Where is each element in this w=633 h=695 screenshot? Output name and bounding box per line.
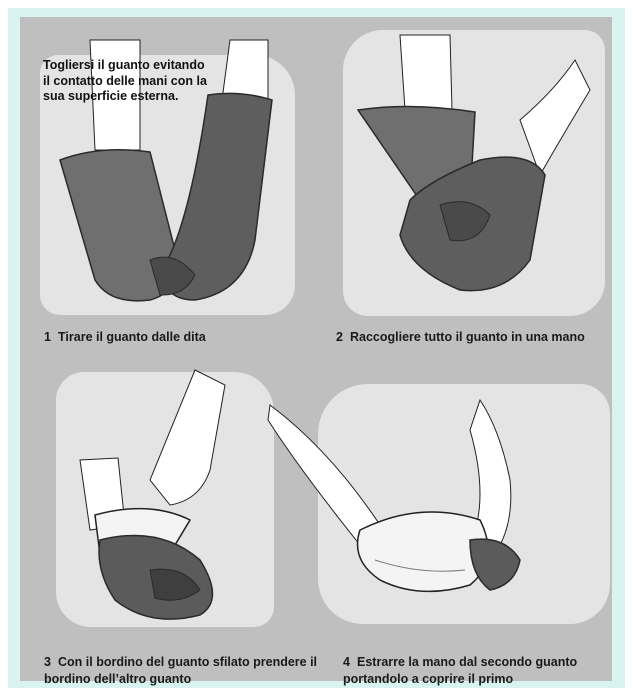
step-1-number: 1 [44, 329, 58, 346]
step-3-text: Con il bordino del guanto sfilato prende… [44, 655, 317, 686]
step-3-number: 3 [44, 654, 58, 671]
gripping-glove-cuff-icon [80, 370, 225, 619]
glove-gathered-in-hand-icon [358, 35, 590, 291]
step-2-text: Raccogliere tutto il guanto in una mano [350, 330, 585, 344]
glove-turned-inside-out-icon [268, 400, 520, 591]
step-4-number: 4 [343, 654, 357, 671]
step-4-text: Estrarre la mano dal secondo guanto port… [343, 655, 577, 686]
step-1-text: Tirare il guanto dalle dita [58, 330, 206, 344]
intro-text: Togliersi il guanto evitando il contatto… [43, 58, 213, 105]
step-2-number: 2 [336, 329, 350, 346]
